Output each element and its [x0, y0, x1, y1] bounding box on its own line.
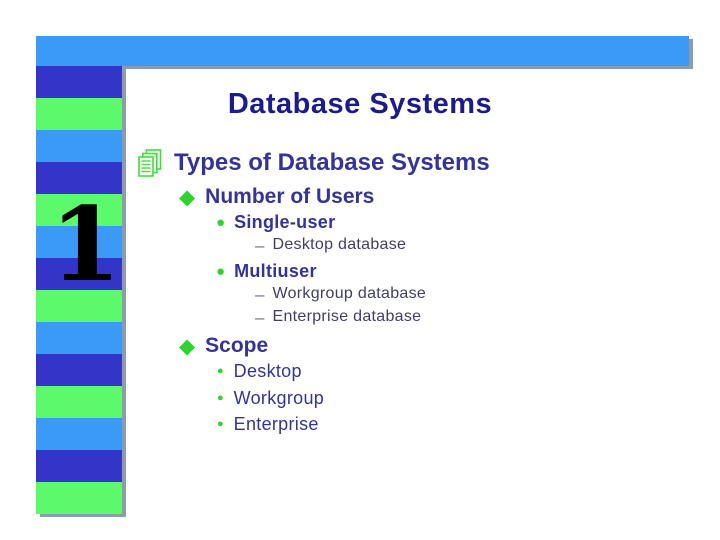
circle-bullet-icon: ● — [217, 391, 224, 404]
outline-item-label: Number of Users — [205, 185, 375, 208]
circle-bullet-icon: ● — [216, 262, 226, 280]
outline-item-label: Types of Database Systems — [174, 149, 490, 176]
outline-item-label: Enterprise database — [272, 308, 422, 325]
top-bar-decoration — [36, 36, 689, 66]
outline-item-single-user: ● Single-user — [216, 211, 335, 233]
outline-item-desktop: ● Desktop — [217, 360, 302, 382]
outline-item-label: Scope — [205, 334, 269, 357]
outline-item-label: Desktop database — [272, 236, 407, 253]
dash-bullet: – — [255, 235, 265, 255]
outline-item-label: Workgroup — [233, 387, 325, 408]
outline-item-multiuser: ● Multiuser — [216, 260, 317, 282]
outline-item-workgroup: ● Workgroup — [217, 387, 324, 409]
outline-item-enterprise-database: – Enterprise database — [255, 307, 421, 327]
diamond-bullet-icon: ◆ — [179, 185, 196, 209]
outline-item-desktop-database: – Desktop database — [255, 235, 406, 255]
circle-bullet-icon: ● — [217, 364, 224, 377]
dash-bullet: – — [255, 284, 265, 304]
circle-bullet-icon: ● — [216, 213, 226, 231]
outline-item-scope: ◆ Scope — [179, 333, 268, 359]
diamond-bullet-icon: ◆ — [179, 334, 196, 358]
documents-icon — [138, 148, 162, 178]
outline-item-enterprise: ● Enterprise — [217, 413, 319, 435]
outline-item-number-of-users: ◆ Number of Users — [179, 184, 374, 210]
page-title: Database Systems — [227, 88, 493, 120]
sidebar-stripes-decoration — [36, 66, 122, 514]
outline-item-label: Multiuser — [234, 260, 317, 281]
circle-bullet-icon: ● — [217, 417, 224, 430]
outline-item-label: Workgroup database — [272, 285, 427, 302]
dash-bullet: – — [255, 307, 265, 327]
outline-item-types: Types of Database Systems — [138, 148, 490, 178]
outline-item-label: Desktop — [233, 360, 302, 381]
outline-item-label: Enterprise — [233, 413, 319, 434]
outline-item-workgroup-database: – Workgroup database — [255, 284, 426, 304]
outline-item-label: Single-user — [234, 211, 336, 232]
slide-number: 1 — [50, 185, 121, 305]
